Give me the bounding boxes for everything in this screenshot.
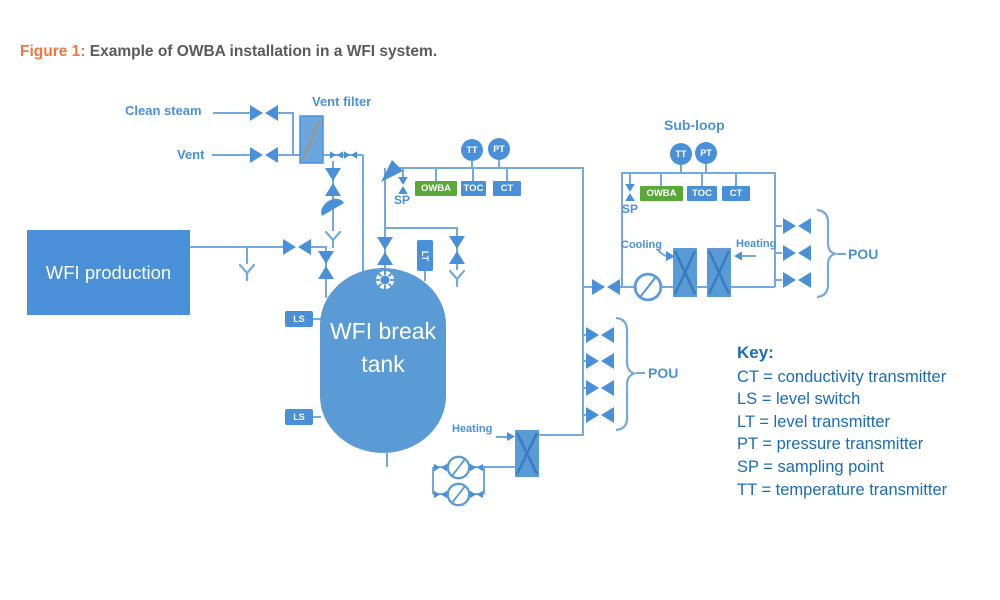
key-entry-tt: TT = temperature transmitter: [737, 480, 948, 499]
label-sub-loop: Sub-loop: [664, 117, 725, 133]
ct-transmitter-subloop: CT: [722, 186, 750, 201]
label-pou-right: POU: [848, 246, 879, 262]
pipe-lines: [190, 112, 846, 495]
label-pou-mid: POU: [648, 365, 679, 381]
tt-transmitter-main: TT: [461, 139, 483, 161]
owba-analyzer-main: OWBA: [415, 181, 457, 196]
tt-transmitter-subloop: TT: [670, 143, 692, 165]
wfi-production-label: WFI production: [45, 261, 172, 283]
wfi-break-tank-shape: [320, 268, 446, 453]
toc-analyzer-subloop: TOC: [687, 186, 717, 201]
key-entry-pt: PT = pressure transmitter: [737, 435, 924, 454]
wfi-break-tank-label: WFI break tank: [329, 318, 437, 377]
level-transmitter: LT: [417, 240, 433, 271]
figure-caption-text: Example of OWBA installation in a WFI sy…: [85, 43, 438, 60]
label-clean-steam: Clean steam: [125, 103, 202, 118]
rupture-disc-icon: [321, 198, 344, 216]
label-heating-bottom: Heating: [452, 423, 493, 435]
label-sp-subloop: SP: [622, 202, 639, 216]
key-entry-ls: LS = level switch: [737, 390, 861, 409]
figure-caption: Figure 1: Example of OWBA installation i…: [20, 43, 437, 61]
wfi-production-box-shape: [27, 230, 190, 315]
label-cooling: Cooling: [621, 239, 662, 251]
key-legend: Key: CT = conductivity transmitter LS = …: [737, 342, 947, 501]
level-switch-top: LS: [285, 311, 313, 327]
level-switch-bottom: LS: [285, 409, 313, 425]
owba-analyzer-subloop: OWBA: [640, 186, 683, 201]
pt-transmitter-subloop: PT: [695, 142, 717, 164]
spray-ball-icon: [376, 271, 394, 289]
label-heating-subloop: Heating: [736, 238, 777, 250]
toc-analyzer-main: TOC: [461, 181, 486, 196]
ct-transmitter-main: CT: [493, 181, 521, 196]
vent-filter-shape: [299, 115, 324, 164]
key-entry-sp: SP = sampling point: [737, 457, 884, 476]
key-entry-lt: LT = level transmitter: [737, 412, 890, 431]
pou-brace-shapes: [615, 208, 839, 432]
label-sp-main: SP: [394, 193, 411, 207]
figure-label: Figure 1:: [20, 43, 86, 60]
label-vent: Vent: [177, 147, 205, 162]
label-vent-filter: Vent filter: [312, 94, 372, 109]
pt-transmitter-main: PT: [488, 138, 510, 160]
flow-arrow-icons: [381, 160, 742, 441]
key-entry-ct: CT = conductivity transmitter: [737, 367, 947, 386]
key-title: Key:: [737, 343, 774, 362]
pump-icons: [446, 272, 663, 507]
